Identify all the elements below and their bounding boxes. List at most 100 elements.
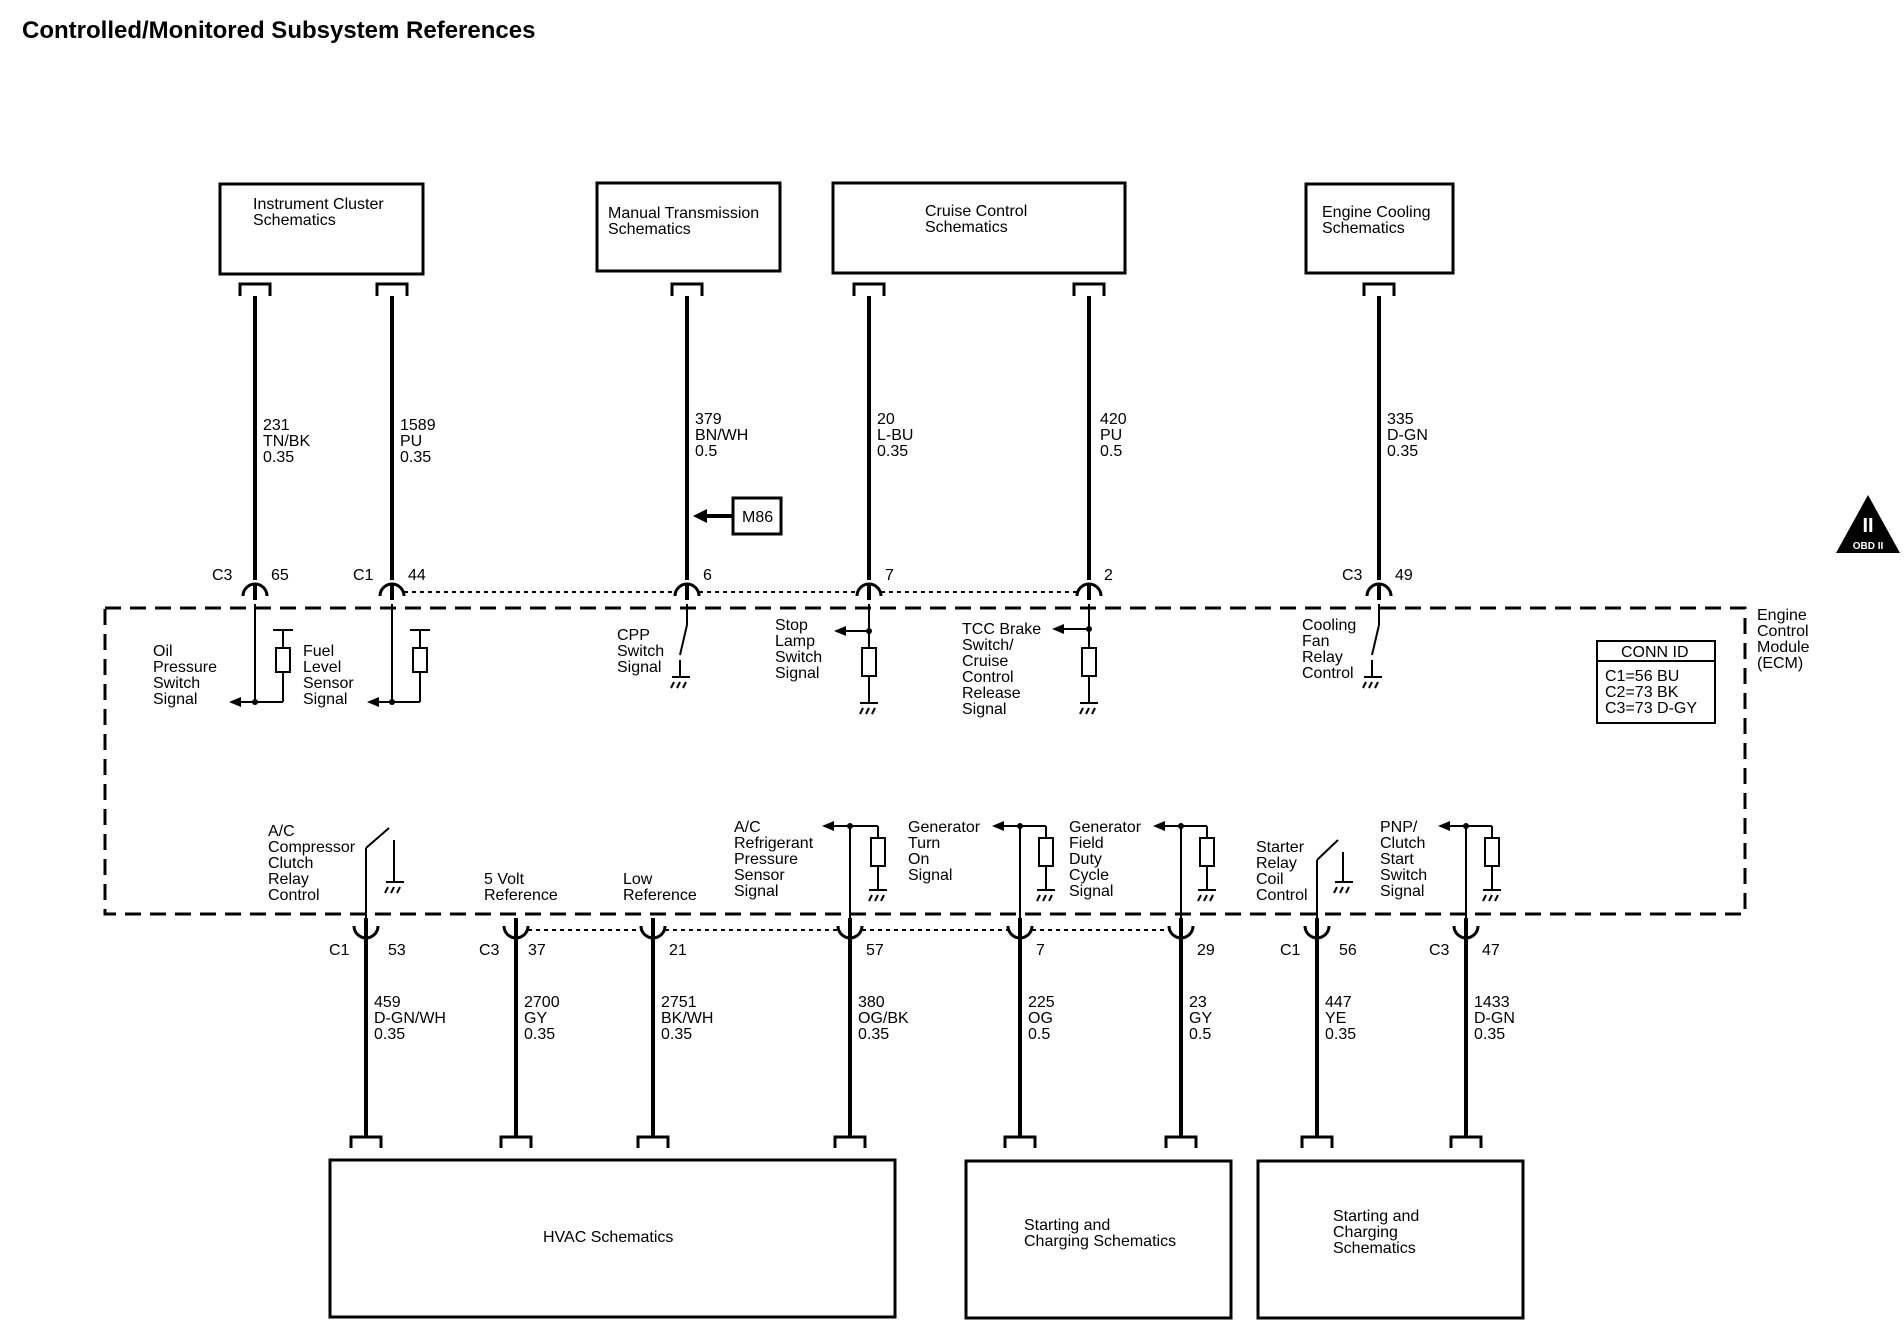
- circuit-2751: 21 2751 BK/WH 0.35 Low Reference: [623, 871, 713, 1043]
- svg-text:Engine: Engine: [1757, 607, 1807, 624]
- svg-text:Switch: Switch: [153, 675, 200, 692]
- circuit-1589: C1 44 1589 PU 0.35 Fuel Level Sensor Sig…: [303, 417, 436, 708]
- circuit-225: 7 225 OG 0.5 Generator Turn On Signal: [908, 819, 1055, 1043]
- svg-text:49: 49: [1395, 567, 1413, 584]
- svg-text:21: 21: [669, 942, 687, 959]
- page-title: Controlled/Monitored Subsystem Reference…: [22, 17, 535, 44]
- svg-text:2751: 2751: [661, 994, 697, 1011]
- svg-text:56: 56: [1339, 942, 1357, 959]
- svg-text:GY: GY: [1189, 1010, 1212, 1027]
- svg-text:44: 44: [408, 567, 426, 584]
- svg-text:(ECM): (ECM): [1757, 655, 1803, 672]
- svg-text:23: 23: [1189, 994, 1207, 1011]
- svg-text:0.35: 0.35: [661, 1026, 692, 1043]
- svg-text:Charging: Charging: [1333, 1224, 1398, 1241]
- svg-text:C1: C1: [353, 567, 374, 584]
- svg-text:D-GN: D-GN: [1474, 1010, 1515, 1027]
- starting-charging-schematics-box[interactable]: Starting and Charging Schematics: [964, 1159, 1233, 1320]
- svg-text:Starting and: Starting and: [1024, 1217, 1110, 1234]
- svg-text:Cruise: Cruise: [962, 653, 1008, 670]
- circuit-231: C3 65 231 TN/BK 0.35 Oil Pressure Switch…: [153, 417, 310, 708]
- svg-text:1433: 1433: [1474, 994, 1510, 1011]
- svg-text:65: 65: [271, 567, 289, 584]
- svg-text:0.35: 0.35: [524, 1026, 555, 1043]
- manual-transmission-schematics-box[interactable]: Manual Transmission Schematics: [595, 181, 782, 273]
- svg-text:0.5: 0.5: [1189, 1026, 1211, 1043]
- svg-text:447: 447: [1325, 994, 1352, 1011]
- svg-text:0.35: 0.35: [858, 1026, 889, 1043]
- svg-text:Duty: Duty: [1069, 851, 1102, 868]
- svg-text:Clutch: Clutch: [268, 855, 313, 872]
- svg-text:Pressure: Pressure: [734, 851, 798, 868]
- circuit-20: 7 20 L-BU 0.35 Stop Lamp Switch Signal: [775, 411, 913, 715]
- svg-text:0.5: 0.5: [695, 443, 717, 460]
- svg-text:459: 459: [374, 994, 401, 1011]
- svg-text:C1: C1: [1280, 942, 1301, 959]
- svg-text:Switch: Switch: [775, 649, 822, 666]
- circuit-23: 29 23 GY 0.5 Generator Field Duty Cycle …: [1069, 819, 1216, 1043]
- svg-text:20: 20: [877, 411, 895, 428]
- svg-text:Signal: Signal: [1069, 883, 1113, 900]
- engine-cooling-schematics-box[interactable]: Engine Cooling Schematics: [1304, 182, 1455, 275]
- svg-text:0.35: 0.35: [1325, 1026, 1356, 1043]
- instrument-cluster-schematics-box[interactable]: Instrument Cluster Schematics: [218, 182, 425, 276]
- starting-charging-schematics-box[interactable]: Starting and Charging Schematics: [1256, 1159, 1525, 1320]
- svg-text:Schematics: Schematics: [608, 221, 691, 238]
- svg-text:Level: Level: [303, 659, 341, 676]
- svg-text:Stop: Stop: [775, 617, 808, 634]
- svg-text:PNP/: PNP/: [1380, 819, 1418, 836]
- m86-reference[interactable]: M86: [693, 496, 783, 536]
- svg-text:Signal: Signal: [153, 691, 197, 708]
- conn-id-row: C3=73 D-GY: [1605, 700, 1697, 717]
- svg-text:Relay: Relay: [268, 871, 309, 888]
- svg-text:C3: C3: [1429, 942, 1450, 959]
- svg-text:0.5: 0.5: [1028, 1026, 1050, 1043]
- svg-text:Signal: Signal: [1380, 883, 1424, 900]
- svg-text:Control: Control: [1256, 887, 1308, 904]
- svg-text:Signal: Signal: [775, 665, 819, 682]
- svg-text:Cooling: Cooling: [1302, 617, 1356, 634]
- ecm-boundary: [103, 606, 1747, 916]
- svg-text:Coil: Coil: [1256, 871, 1284, 888]
- svg-text:0.35: 0.35: [263, 449, 294, 466]
- svg-text:Signal: Signal: [734, 883, 778, 900]
- circuit-1433: C3 47 1433 D-GN 0.35 PNP/ Clutch Start S…: [1380, 819, 1515, 1043]
- svg-text:A/C: A/C: [734, 819, 761, 836]
- circuit-380: 57 380 OG/BK 0.35 A/C Refrigerant Pressu…: [734, 819, 909, 1043]
- svg-text:Module: Module: [1757, 639, 1810, 656]
- svg-text:Fan: Fan: [1302, 633, 1330, 650]
- svg-text:Oil: Oil: [153, 643, 173, 660]
- svg-text:Turn: Turn: [908, 835, 940, 852]
- svg-text:Signal: Signal: [908, 867, 952, 884]
- svg-text:II: II: [1862, 515, 1873, 537]
- top-wires: [253, 296, 1381, 580]
- circuit-420: 2 420 PU 0.5 TCC Brake Switch/ Cruise Co…: [962, 411, 1127, 718]
- svg-text:Switch/: Switch/: [962, 637, 1014, 654]
- svg-text:Manual Transmission: Manual Transmission: [608, 205, 759, 222]
- svg-text:Starting and: Starting and: [1333, 1208, 1419, 1225]
- bottom-wires: [364, 925, 1468, 1137]
- svg-text:C1: C1: [329, 942, 350, 959]
- svg-text:37: 37: [528, 942, 546, 959]
- svg-text:7: 7: [1036, 942, 1045, 959]
- svg-text:L-BU: L-BU: [877, 427, 913, 444]
- svg-text:Relay: Relay: [1256, 855, 1297, 872]
- conn-id-header: CONN ID: [1621, 644, 1689, 661]
- hvac-schematics-box[interactable]: HVAC Schematics: [328, 1158, 897, 1319]
- svg-text:D-GN/WH: D-GN/WH: [374, 1010, 446, 1027]
- svg-text:OG/BK: OG/BK: [858, 1010, 909, 1027]
- circuit-379: 6 379 BN/WH 0.5 CPP Switch Signal: [617, 411, 748, 689]
- svg-text:Lamp: Lamp: [775, 633, 815, 650]
- svg-text:Control: Control: [962, 669, 1014, 686]
- svg-text:On: On: [908, 851, 929, 868]
- svg-text:379: 379: [695, 411, 722, 428]
- svg-text:C3: C3: [1342, 567, 1363, 584]
- svg-text:Instrument Cluster: Instrument Cluster: [253, 196, 384, 213]
- circuit-2700: C3 37 2700 GY 0.35 5 Volt Reference: [479, 871, 560, 1043]
- cruise-control-schematics-box[interactable]: Cruise Control Schematics: [831, 181, 1127, 275]
- svg-text:BN/WH: BN/WH: [695, 427, 748, 444]
- svg-text:335: 335: [1387, 411, 1414, 428]
- svg-text:BK/WH: BK/WH: [661, 1010, 713, 1027]
- svg-text:53: 53: [388, 942, 406, 959]
